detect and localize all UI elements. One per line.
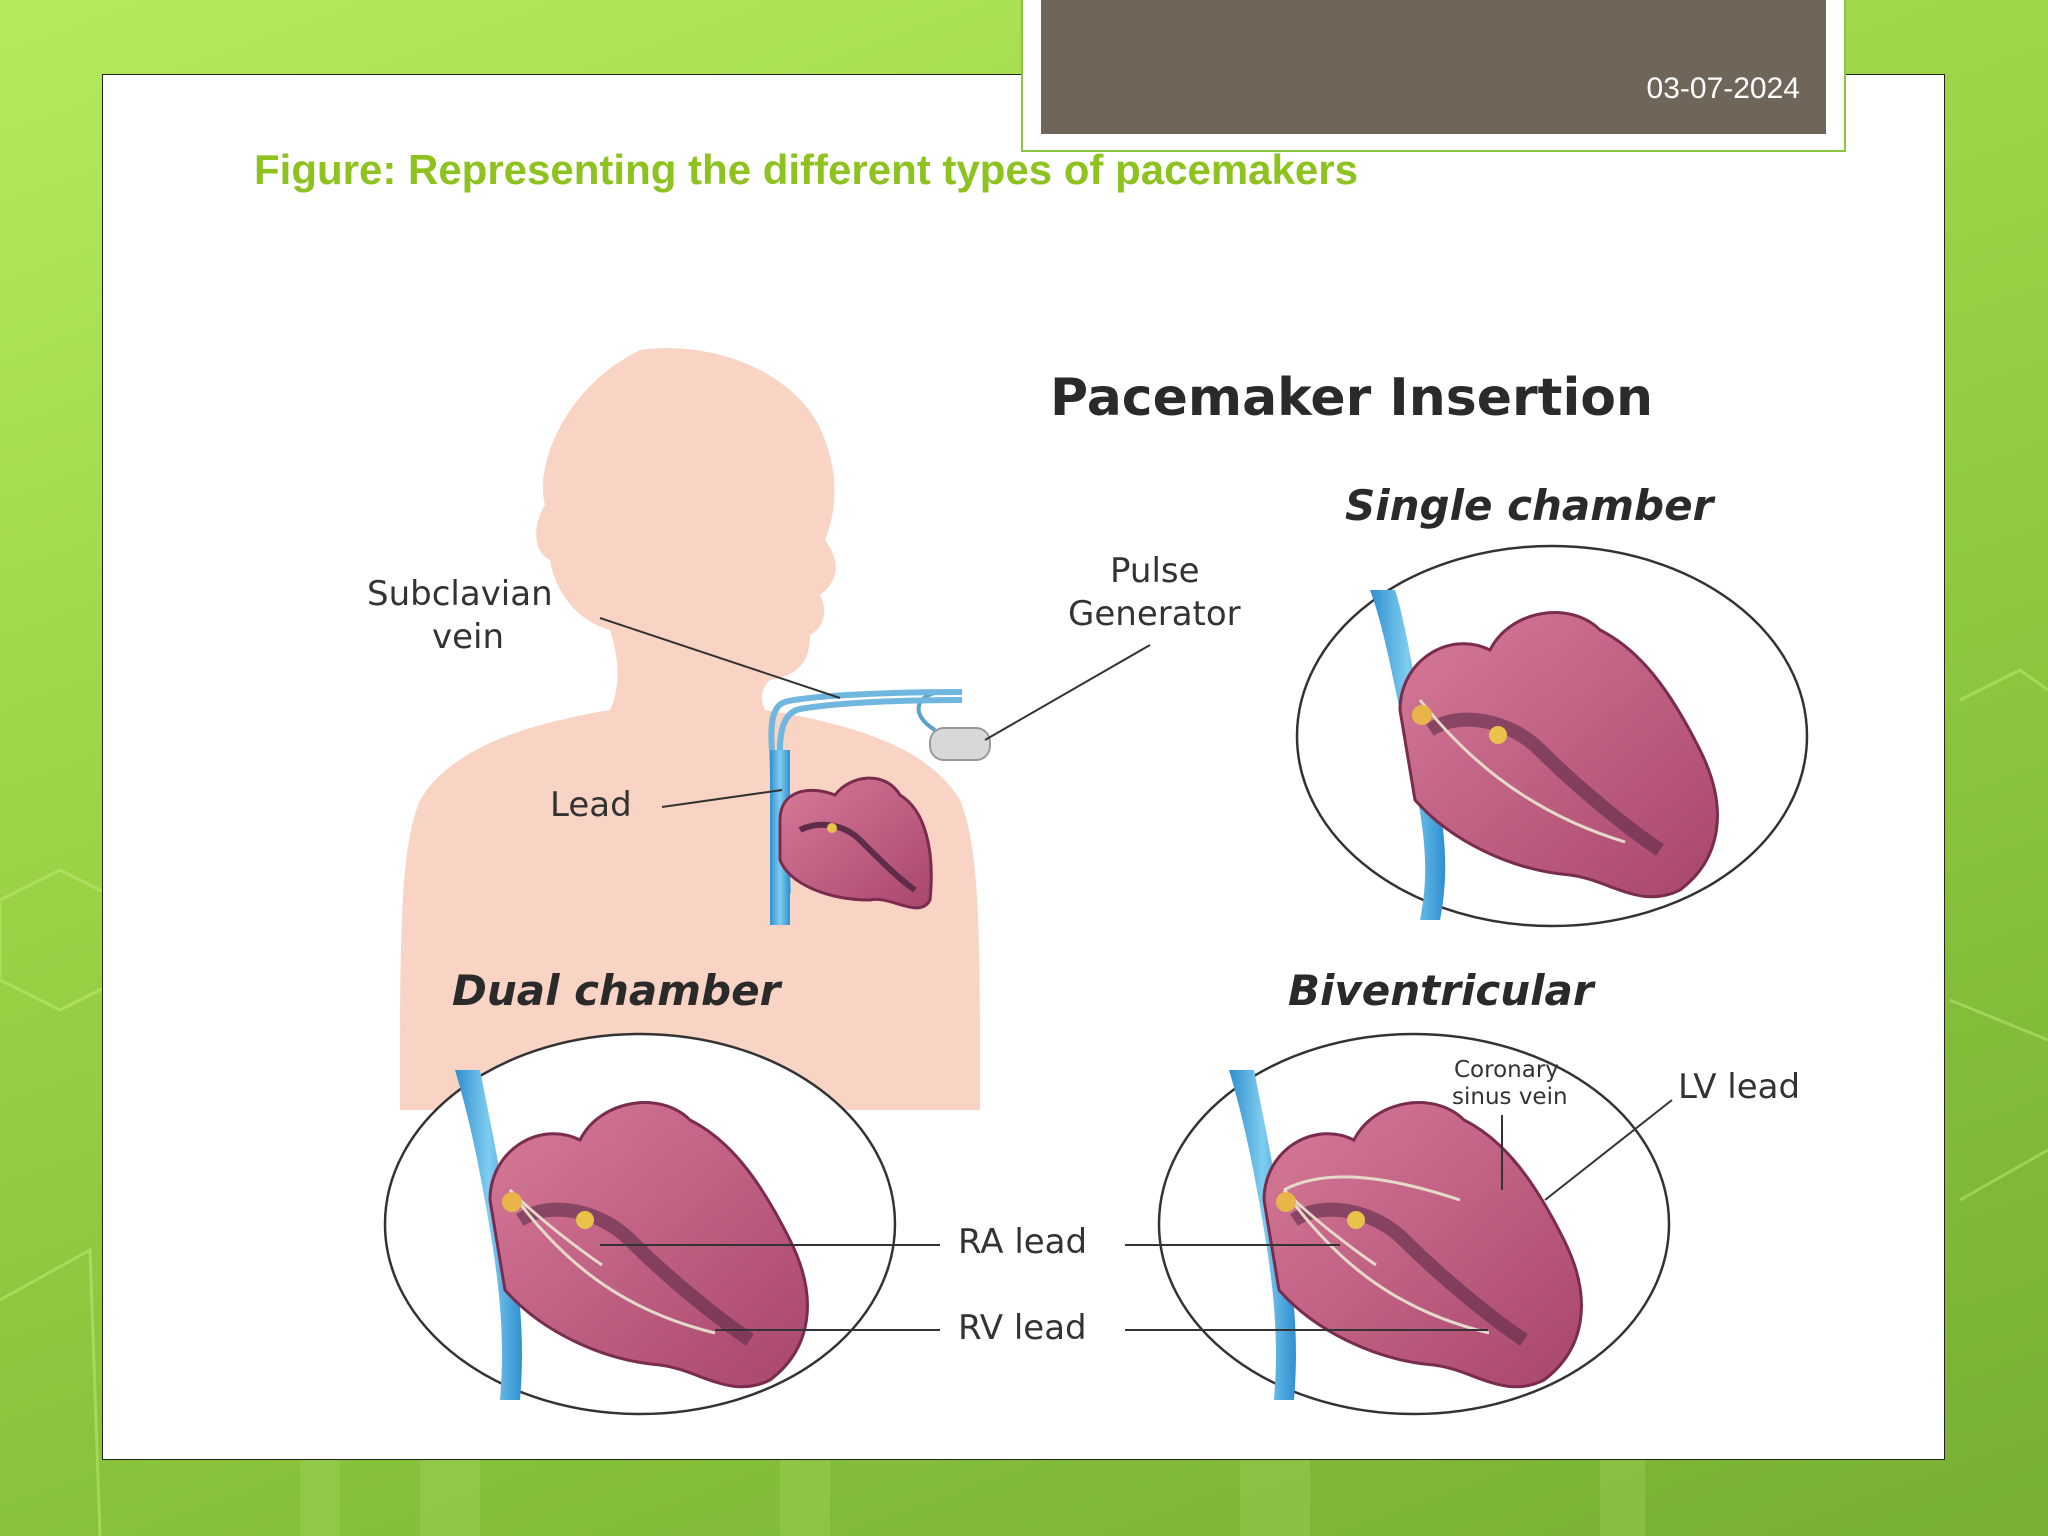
slide-date: 03-07-2024 <box>1646 72 1800 105</box>
diagram-title: Pacemaker Insertion <box>1050 368 1653 428</box>
date-box: 03-07-2024 <box>1021 0 1846 152</box>
torso-silhouette <box>400 348 980 1110</box>
label-ra-lead: RA lead <box>958 1222 1087 1262</box>
dual-chamber-heart-icon <box>383 1032 897 1416</box>
label-single-chamber: Single chamber <box>1345 481 1716 530</box>
torso-heart-icon <box>778 776 933 910</box>
label-coronary-line2: sinus vein <box>1452 1084 1568 1110</box>
figure-caption: Figure: Representing the different types… <box>254 146 1358 193</box>
leader-subclavian <box>599 617 841 699</box>
pacemaker-diagram: Pacemaker Insertion Subclavian vein Puls… <box>367 348 1809 1416</box>
label-pulse-line2: Generator <box>1068 594 1241 634</box>
leader-lv-lead <box>1544 1099 1673 1201</box>
label-pulse-line1: Pulse <box>1110 551 1200 591</box>
label-lv-lead: LV lead <box>1678 1067 1800 1107</box>
label-subclavian-line2: vein <box>432 617 504 657</box>
label-biventricular: Biventricular <box>1288 966 1596 1015</box>
leader-lead <box>661 789 783 808</box>
label-subclavian-line1: Subclavian <box>367 574 553 614</box>
single-chamber-heart-icon <box>1295 544 1809 928</box>
label-coronary-line1: Coronary <box>1454 1057 1559 1083</box>
label-lead: Lead <box>550 785 632 825</box>
biventricular-heart-icon <box>1157 1032 1671 1416</box>
leader-pulse-generator <box>984 644 1151 741</box>
label-dual-chamber: Dual chamber <box>452 966 783 1015</box>
label-rv-lead: RV lead <box>958 1308 1087 1348</box>
date-bar: 03-07-2024 <box>1041 0 1826 134</box>
